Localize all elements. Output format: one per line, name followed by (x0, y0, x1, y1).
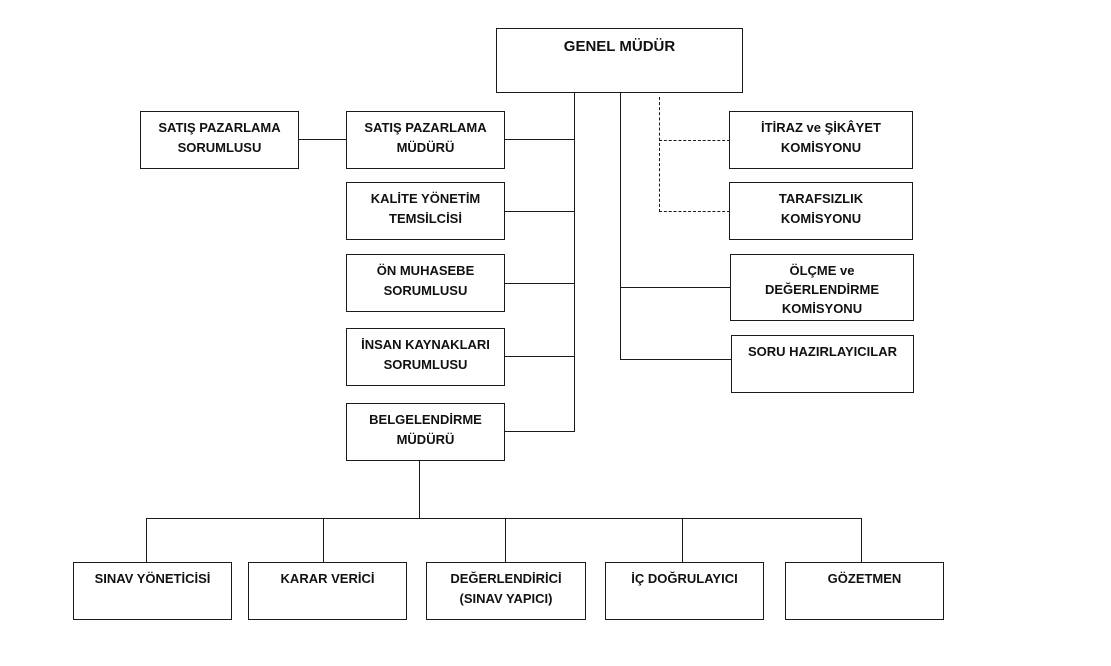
connector-karar-verici (323, 518, 324, 563)
connector-soru (620, 359, 732, 360)
node-olcme-degerlendirme-komisyonu-label: ÖLÇME ve DEĞERLENDİRME KOMİSYONU (764, 263, 880, 316)
node-on-muhasebe-sorumlusu-label: ÖN MUHASEBE SORUMLUSU (376, 263, 475, 298)
connector-belgelendirme (504, 431, 575, 432)
connector-olcme (620, 287, 731, 288)
connector-belgelendirme-down (419, 461, 420, 519)
node-ic-dogrulayici-label: İÇ DOĞRULAYICI (631, 571, 738, 586)
node-belgelendirme-muduru-label: BELGELENDİRME MÜDÜRÜ (369, 412, 482, 447)
connector-satis-muduru (504, 139, 575, 140)
connector-kalite (504, 211, 575, 212)
connector-insan-kaynaklari (504, 356, 575, 357)
connector-dashed-itiraz (659, 140, 730, 141)
node-ic-dogrulayici: İÇ DOĞRULAYICI (605, 562, 764, 620)
connector-on-muhasebe (504, 283, 575, 284)
connector-degerlendirici (505, 518, 506, 563)
node-belgelendirme-muduru: BELGELENDİRME MÜDÜRÜ (346, 403, 505, 461)
node-genel-mudur-label: GENEL MÜDÜR (563, 38, 676, 55)
node-degerlendirici: DEĞERLENDİRİCİ (SINAV YAPICI) (426, 562, 586, 620)
node-sinav-yoneticisi-label: SINAV YÖNETİCİSİ (94, 571, 211, 586)
node-tarafsizlik-komisyonu-label: TARAFSIZLIK KOMİSYONU (778, 191, 864, 226)
connector-satis-sorumlusu (298, 139, 347, 140)
node-satis-pazarlama-muduru-label: SATIŞ PAZARLAMA MÜDÜRÜ (364, 120, 487, 155)
connector-dashed-trunk (659, 97, 660, 212)
connector-bottom-bus (146, 518, 861, 519)
node-soru-hazirlayicilar-label: SORU HAZIRLAYICILAR (747, 344, 898, 359)
node-soru-hazirlayicilar: SORU HAZIRLAYICILAR (731, 335, 914, 393)
connector-dashed-tarafsizlik (659, 211, 730, 212)
node-insan-kaynaklari-sorumlusu: İNSAN KAYNAKLARI SORUMLUSU (346, 328, 505, 386)
connector-root-left-trunk (574, 92, 575, 432)
node-kalite-yonetim-temsilcisi-label: KALİTE YÖNETİM TEMSİLCİSİ (370, 191, 481, 226)
connector-root-right-trunk (620, 92, 621, 360)
node-satis-pazarlama-muduru: SATIŞ PAZARLAMA MÜDÜRÜ (346, 111, 505, 169)
node-sinav-yoneticisi: SINAV YÖNETİCİSİ (73, 562, 232, 620)
node-satis-pazarlama-sorumlusu: SATIŞ PAZARLAMA SORUMLUSU (140, 111, 299, 169)
node-kalite-yonetim-temsilcisi: KALİTE YÖNETİM TEMSİLCİSİ (346, 182, 505, 240)
connector-sinav-yoneticisi (146, 518, 147, 563)
node-gozetmen: GÖZETMEN (785, 562, 944, 620)
node-olcme-degerlendirme-komisyonu: ÖLÇME ve DEĞERLENDİRME KOMİSYONU (730, 254, 914, 321)
node-degerlendirici-label: DEĞERLENDİRİCİ (SINAV YAPICI) (450, 571, 562, 606)
node-on-muhasebe-sorumlusu: ÖN MUHASEBE SORUMLUSU (346, 254, 505, 312)
node-karar-verici-label: KARAR VERİCİ (280, 571, 375, 586)
node-itiraz-sikayet-komisyonu: İTİRAZ ve ŞİKÂYET KOMİSYONU (729, 111, 913, 169)
connector-gozetmen (861, 518, 862, 563)
node-genel-mudur: GENEL MÜDÜR (496, 28, 743, 93)
connector-ic-dogrulayici (682, 518, 683, 563)
node-tarafsizlik-komisyonu: TARAFSIZLIK KOMİSYONU (729, 182, 913, 240)
node-satis-pazarlama-sorumlusu-label: SATIŞ PAZARLAMA SORUMLUSU (158, 120, 281, 155)
node-gozetmen-label: GÖZETMEN (827, 571, 902, 586)
node-karar-verici: KARAR VERİCİ (248, 562, 407, 620)
node-insan-kaynaklari-sorumlusu-label: İNSAN KAYNAKLARI SORUMLUSU (361, 337, 490, 372)
node-itiraz-sikayet-komisyonu-label: İTİRAZ ve ŞİKÂYET KOMİSYONU (761, 120, 881, 155)
